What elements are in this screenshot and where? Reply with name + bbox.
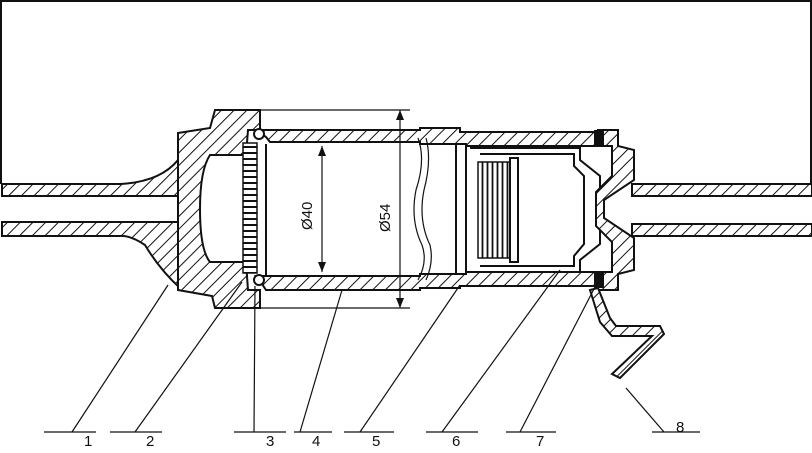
outlet-pipe-lower xyxy=(631,223,812,237)
leader-lines xyxy=(44,269,700,433)
filter-fins xyxy=(477,161,513,259)
callout-2: 2 xyxy=(146,433,154,450)
mounting-bracket xyxy=(588,286,666,380)
break-line-right xyxy=(421,137,432,281)
break-line-left xyxy=(413,137,425,281)
callout-5: 5 xyxy=(372,433,380,450)
callout-4: 4 xyxy=(312,433,320,450)
outlet-end-cap xyxy=(595,129,635,291)
outlet-pipe xyxy=(631,183,812,197)
shell-wall-bottom xyxy=(254,271,601,291)
cartridge-inner xyxy=(480,153,585,267)
separator-plate xyxy=(455,143,467,275)
gasket-top xyxy=(594,130,604,146)
shell-wall-top xyxy=(252,127,601,147)
inlet-pipe xyxy=(1,129,206,292)
callout-3: 3 xyxy=(266,433,274,450)
inner-diameter-label: Ø40 xyxy=(299,202,316,230)
cartridge-cap xyxy=(509,157,519,263)
outer-diameter-label: Ø54 xyxy=(377,204,394,232)
gasket-bottom xyxy=(594,272,604,288)
callout-6: 6 xyxy=(452,433,460,450)
dimension-outer: Ø54 xyxy=(260,109,410,309)
seal-ring-top xyxy=(253,128,265,140)
callout-7: 7 xyxy=(536,433,544,450)
seal-ring-bottom xyxy=(253,274,265,286)
callout-1: 1 xyxy=(84,433,92,450)
dimension-inner: Ø40 xyxy=(299,146,326,272)
callout-8: 8 xyxy=(676,419,684,436)
mesh-screen xyxy=(242,142,258,274)
